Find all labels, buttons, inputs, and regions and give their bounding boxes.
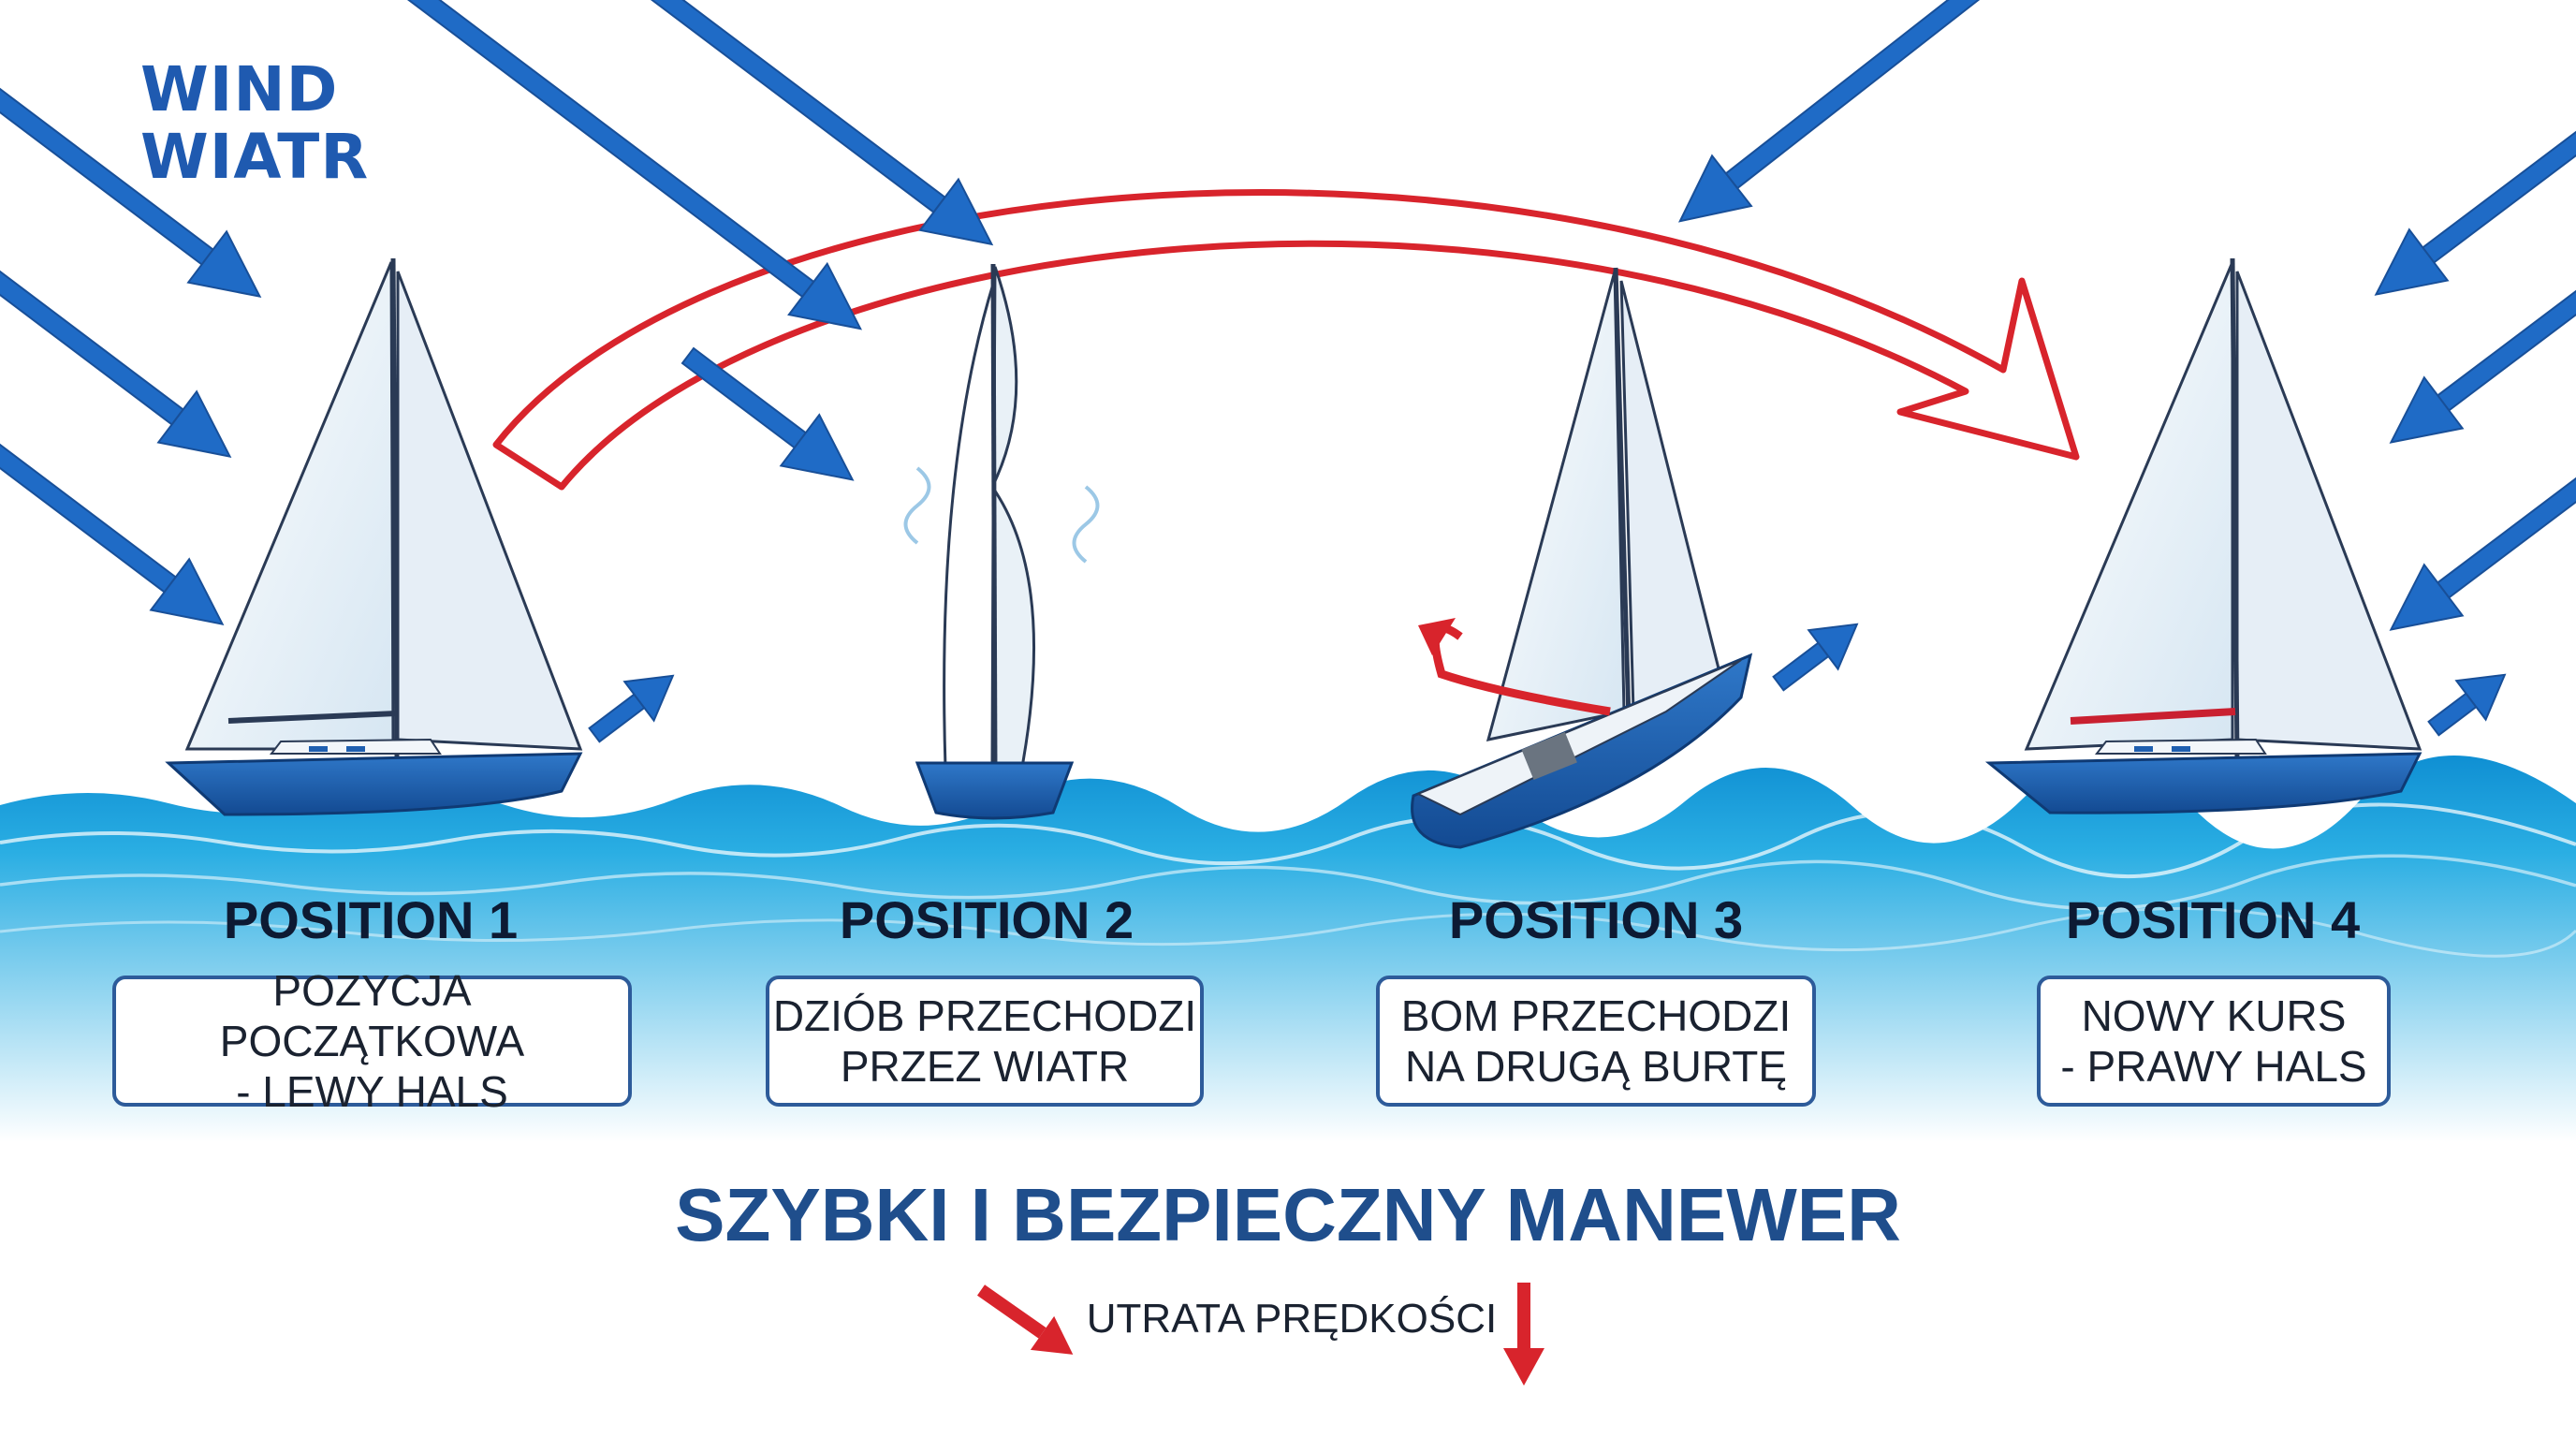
boat-position-4 [1984, 257, 2422, 814]
boat-position-1 [165, 257, 583, 816]
position-1-line1: POZYCJA POCZĄTKOWA [219, 966, 525, 1065]
position-1-title: POSITION 1 [223, 890, 519, 949]
speed-loss-label: UTRATA PRĘDKOŚCI [1086, 1296, 1498, 1342]
position-2-title: POSITION 2 [839, 890, 1134, 949]
position-2-line1: DZIÓB PRZECHODZI [772, 991, 1197, 1040]
boat-position-2 [903, 263, 1100, 820]
wind-label: WIND WIATR [140, 56, 369, 191]
position-1-line2: - LEWY HALS [236, 1067, 508, 1116]
boat-position-3 [1411, 267, 1753, 849]
position-4-line1: NOWY KURS [2081, 991, 2347, 1040]
position-4-description: NOWY KURS - PRAWY HALS [2037, 976, 2391, 1107]
speed-loss-arrows [976, 1283, 1544, 1386]
movement-arrows [588, 623, 2507, 743]
position-4-title: POSITION 4 [2065, 890, 2361, 949]
position-1-description: POZYCJA POCZĄTKOWA - LEWY HALS [112, 966, 632, 1116]
wind-arrows [0, 0, 2576, 631]
position-4-line2: - PRAWY HALS [2060, 1042, 2367, 1091]
maneuver-arrow [492, 189, 2080, 491]
position-2-line2: PRZEZ WIATR [840, 1042, 1130, 1091]
position-3-line1: BOM PRZECHODZI [1400, 991, 1792, 1040]
wind-label-pl: WIATR [140, 121, 370, 193]
wind-label-en: WIND [140, 53, 339, 125]
position-3-title: POSITION 3 [1448, 890, 1744, 949]
position-3-line2: NA DRUGĄ BURTĘ [1404, 1042, 1788, 1091]
main-title: SZYBKI I BEZPIECZNY MANEWER [675, 1173, 1901, 1256]
position-2-description: DZIÓB PRZECHODZI PRZEZ WIATR [766, 976, 1204, 1107]
water [0, 755, 2576, 1142]
position-3-description: BOM PRZECHODZI NA DRUGĄ BURTĘ [1376, 976, 1816, 1107]
